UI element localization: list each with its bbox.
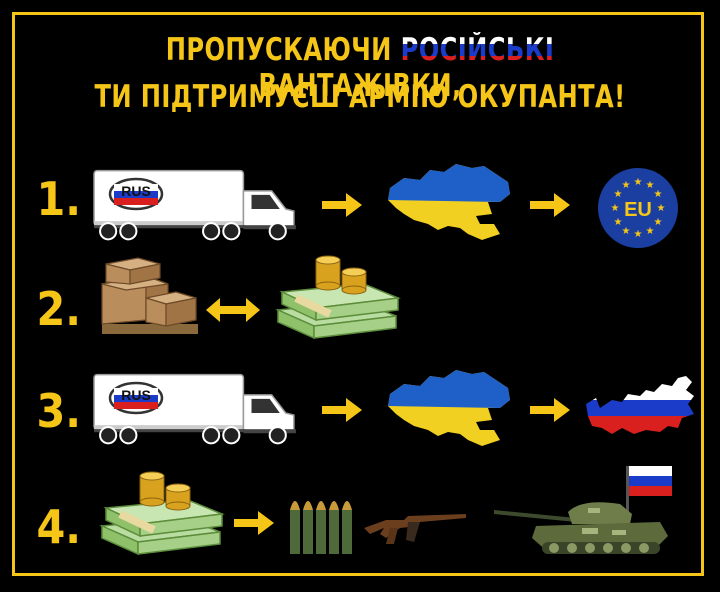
cargo-boxes-icon <box>96 254 202 338</box>
step-number-1: 1. <box>36 172 82 226</box>
svg-text:★: ★ <box>646 226 655 237</box>
truck-label: RUS <box>121 387 151 403</box>
arrow-right-icon <box>530 398 570 422</box>
step-number-2: 2. <box>36 282 82 336</box>
headline-line-1: ПРОПУСКАЮЧИ РОСІЙСЬКІ ВАНТАЖІВКИ, <box>79 32 641 104</box>
truck-icon: RUS <box>92 370 304 448</box>
poster-frame <box>12 12 704 576</box>
money-stack-icon <box>96 470 226 560</box>
headline-part-1: ПРОПУСКАЮЧИ <box>165 32 401 68</box>
svg-text:★: ★ <box>634 229 643 240</box>
step-number-3: 3. <box>36 384 82 438</box>
svg-text:★: ★ <box>646 180 655 191</box>
rifle-icon <box>360 498 472 554</box>
truck-label: RUS <box>121 183 151 199</box>
arrow-right-icon <box>530 193 570 217</box>
russia-flag-icon <box>626 466 672 530</box>
ukraine-map-icon <box>384 364 514 454</box>
eu-flag-icon: ★★★ ★★★ ★★★ ★★★ EU <box>596 166 680 250</box>
arrow-right-icon <box>234 511 274 535</box>
headline-highlight: РОСІЙСЬКІ <box>400 32 555 68</box>
svg-text:★: ★ <box>614 189 623 200</box>
svg-text:★: ★ <box>654 217 663 228</box>
money-stack-icon <box>272 254 402 344</box>
eu-label: EU <box>624 199 652 221</box>
russia-map-icon <box>582 370 698 442</box>
svg-text:★: ★ <box>654 189 663 200</box>
headline-part-2: ВАНТАЖІВКИ, <box>258 68 462 104</box>
headline-line-2: ТИ ПІДТРИМУЄШ АРМІЮ ОКУПАНТА! <box>94 79 626 115</box>
bullets-icon <box>286 490 356 558</box>
arrow-right-icon <box>322 398 362 422</box>
ukraine-map-icon <box>384 158 514 248</box>
arrow-right-icon <box>322 193 362 217</box>
truck-icon: RUS <box>92 166 304 244</box>
svg-text:★: ★ <box>634 177 643 188</box>
double-arrow-icon <box>206 298 260 322</box>
svg-text:★: ★ <box>622 180 631 191</box>
tank-icon <box>492 458 672 568</box>
step-number-4: 4. <box>36 500 82 554</box>
svg-text:★: ★ <box>622 226 631 237</box>
svg-text:★: ★ <box>611 203 620 214</box>
svg-text:★: ★ <box>614 217 623 228</box>
svg-text:★: ★ <box>657 203 666 214</box>
